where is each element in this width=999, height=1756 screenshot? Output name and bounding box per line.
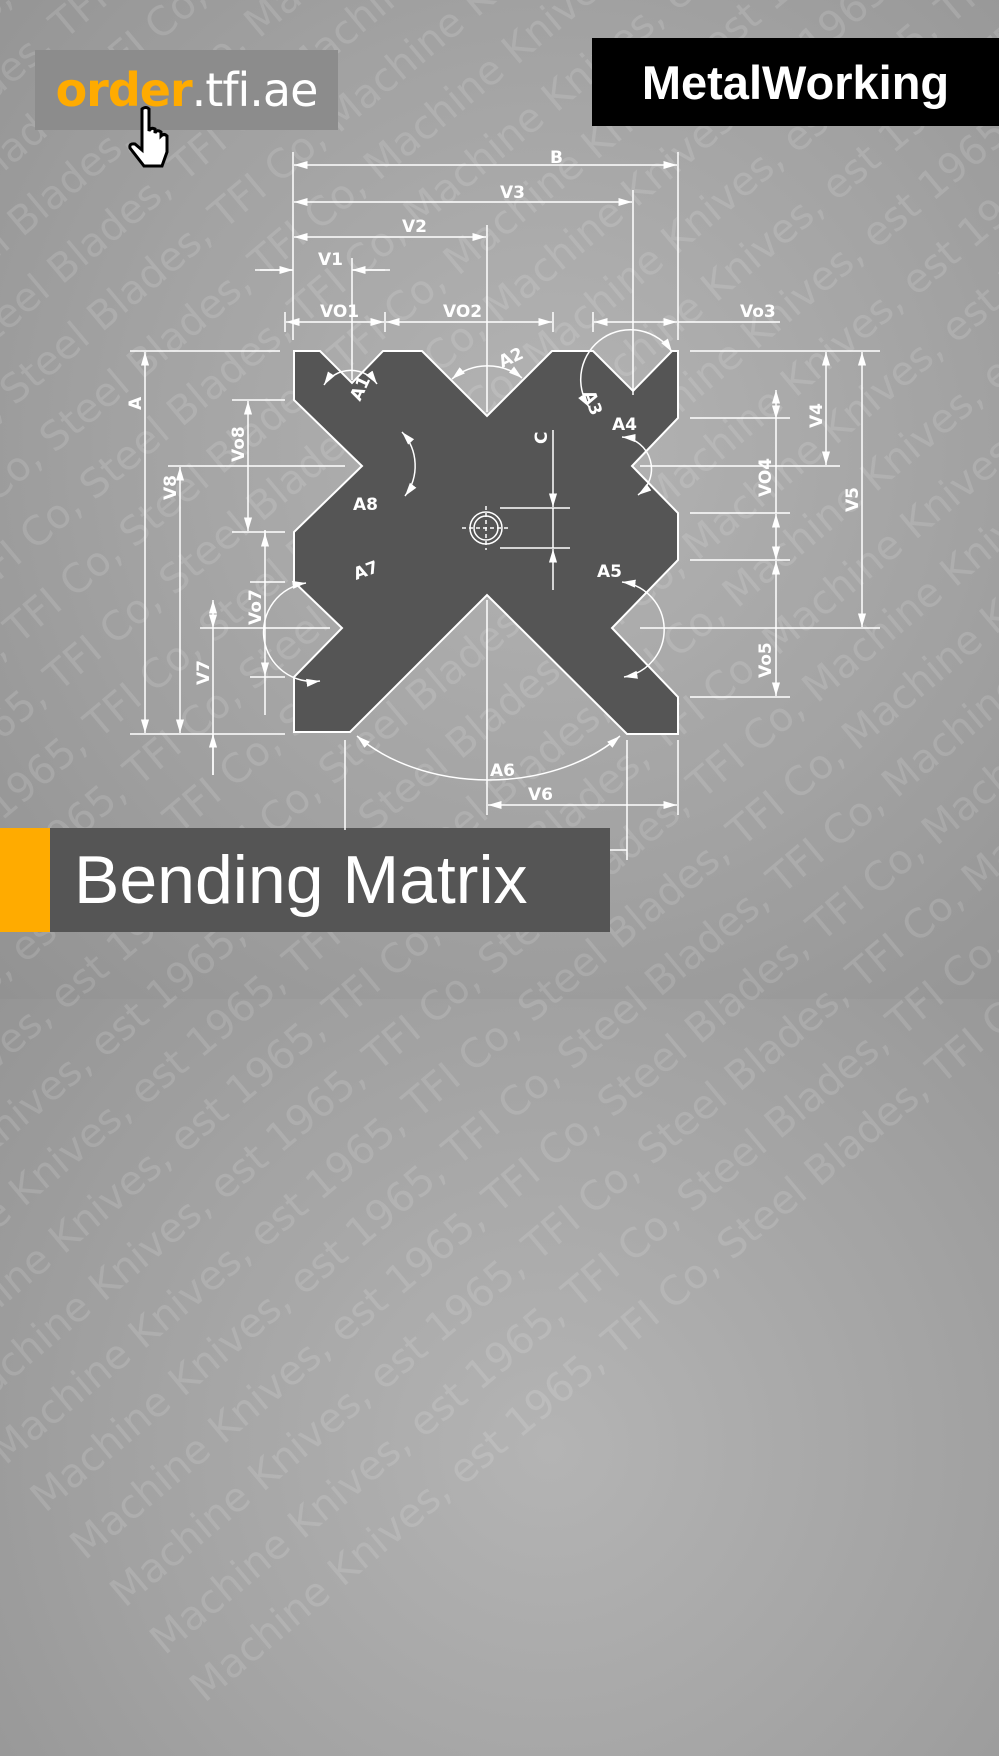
- dim-v7: V7: [194, 660, 214, 685]
- dim-vo2: VO2: [443, 302, 482, 322]
- dim-v2: V2: [402, 217, 427, 237]
- dim-v1: V1: [318, 250, 343, 270]
- title-accent-bar: [0, 828, 50, 932]
- dim-v5: V5: [843, 487, 863, 512]
- dim-v3: V3: [500, 183, 525, 203]
- order-link-logo[interactable]: order.tfi.ae: [35, 50, 338, 130]
- dim-vo8: Vo8: [229, 426, 249, 462]
- angle-a4: A4: [612, 415, 637, 435]
- dimension-lines: [130, 152, 880, 860]
- dim-vo7: Vo7: [246, 589, 266, 625]
- category-label: MetalWorking: [592, 38, 999, 126]
- hand-pointer-icon: [128, 106, 169, 168]
- angle-a8: A8: [353, 495, 378, 515]
- dim-v8: V8: [161, 475, 181, 500]
- dim-vo4: VO4: [756, 458, 776, 497]
- dim-c: C: [532, 432, 552, 444]
- page-title: Bending Matrix: [50, 828, 610, 932]
- dim-v6: V6: [528, 785, 553, 805]
- dim-a: A: [126, 396, 146, 410]
- dim-vo3: Vo3: [740, 302, 776, 322]
- dim-b: B: [550, 148, 563, 168]
- logo-order-text: order: [55, 63, 193, 117]
- angle-a6: A6: [490, 761, 515, 781]
- angle-a5: A5: [597, 562, 622, 582]
- angle-a2: A2: [496, 344, 527, 373]
- dim-v4: V4: [807, 403, 827, 428]
- dim-vo1: VO1: [320, 302, 359, 322]
- logo-domain-text: .tfi.ae: [191, 63, 319, 117]
- bending-matrix-drawing: B V3 V2 V1 VO1 VO2 Vo3 A V8 Vo8 Vo7 V7 V…: [126, 148, 880, 860]
- dim-vo5: Vo5: [756, 642, 776, 678]
